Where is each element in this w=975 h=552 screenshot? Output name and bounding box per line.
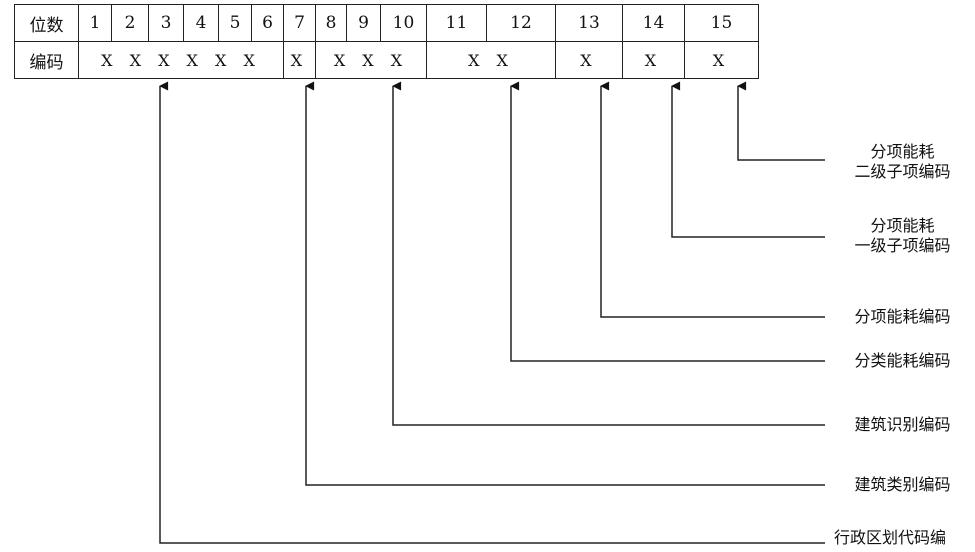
label-subitem-1: 分项能耗 一级子项编码	[830, 216, 975, 256]
connector-category	[510, 81, 825, 362]
connector-building-type	[305, 81, 825, 486]
position-header: 位数	[14, 4, 79, 42]
code-group-subitem-2: X	[684, 41, 759, 79]
position-15: 15	[684, 4, 759, 42]
position-12: 12	[486, 4, 556, 42]
position-5: 5	[218, 4, 252, 42]
code-structure-table: 位数 1 2 3 4 5 6 7 8 9 10 11 12 13 14 15 编…	[14, 4, 759, 79]
connector-building-id	[392, 81, 825, 426]
position-10: 10	[380, 4, 427, 42]
code-group-building-id: X X X	[315, 41, 427, 79]
label-subitem-1-line2: 一级子项编码	[854, 236, 951, 255]
connector-region	[159, 81, 825, 544]
code-group-region: X X X X X X	[78, 41, 284, 79]
position-7: 7	[283, 4, 316, 42]
label-region: 行政区划代码编	[834, 528, 947, 547]
label-item: 分项能耗编码	[854, 307, 951, 326]
label-building-id: 建筑识别编码	[854, 415, 951, 434]
label-subitem-2: 分项能耗 二级子项编码	[830, 142, 975, 182]
code-group-subitem-1: X	[622, 41, 685, 79]
position-4: 4	[183, 4, 219, 42]
code-group-building-type: X	[283, 41, 316, 79]
connector-subitem-1	[671, 81, 825, 238]
label-building-type: 建筑类别编码	[854, 475, 951, 494]
position-11: 11	[426, 4, 487, 42]
code-group-item: X	[555, 41, 623, 79]
connector-item	[600, 81, 825, 318]
label-subitem-2-line2: 二级子项编码	[854, 162, 951, 181]
code-group-category: X X	[426, 41, 556, 79]
position-13: 13	[555, 4, 623, 42]
position-1: 1	[78, 4, 112, 42]
position-9: 9	[346, 4, 381, 42]
code-row: 编码 X X X X X X X X X X X X X X X	[14, 41, 759, 79]
position-row: 位数 1 2 3 4 5 6 7 8 9 10 11 12 13 14 15	[14, 4, 759, 42]
label-category: 分类能耗编码	[854, 351, 951, 370]
label-subitem-2-line1: 分项能耗	[870, 142, 935, 161]
connector-subitem-2	[737, 81, 825, 161]
code-header: 编码	[14, 41, 79, 79]
label-subitem-1-line1: 分项能耗	[870, 216, 935, 235]
